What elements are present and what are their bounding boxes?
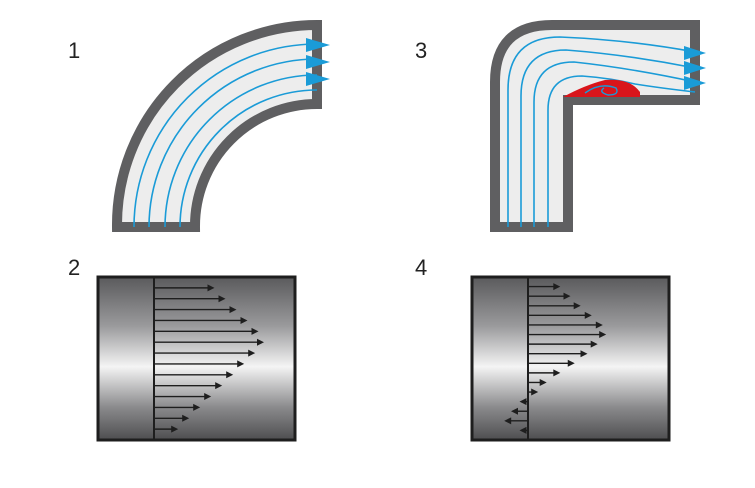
velocity-arrow-head	[580, 350, 588, 358]
velocity-arrow-head	[599, 331, 607, 339]
pipe-section	[470, 275, 671, 442]
velocity-arrow-head	[251, 327, 259, 335]
velocity-arrow-head	[218, 295, 226, 303]
velocity-arrow-head	[204, 393, 212, 401]
velocity-arrow-head	[553, 283, 561, 291]
velocity-arrow-head	[248, 349, 256, 357]
velocity-arrow-head	[563, 292, 571, 300]
bend-wall	[111, 19, 322, 232]
panel-4: 4	[415, 255, 671, 442]
elbow-wall	[490, 20, 700, 232]
velocity-arrow-head	[519, 398, 527, 406]
velocity-arrow-head	[519, 426, 527, 434]
panel-1-label: 1	[68, 38, 80, 63]
velocity-arrow-head	[193, 403, 201, 411]
velocity-profile-arrows	[154, 284, 264, 433]
velocity-arrow-head	[590, 340, 598, 348]
velocity-arrow-head	[215, 382, 223, 390]
velocity-arrow-head	[567, 359, 575, 367]
velocity-arrow-head	[237, 360, 245, 368]
panel-4-label: 4	[415, 255, 427, 280]
velocity-arrow-head	[171, 425, 179, 433]
velocity-arrow-head	[584, 311, 592, 319]
elbow-streamlines	[507, 36, 696, 227]
velocity-arrow-head	[553, 369, 561, 377]
velocity-arrow-head	[257, 338, 264, 346]
velocity-arrow-head	[573, 302, 581, 310]
panel-3: 3	[415, 20, 706, 232]
velocity-arrow-head	[504, 417, 512, 425]
velocity-arrow-head	[240, 316, 248, 324]
bend-flow-arrows	[306, 38, 330, 86]
bend-streamlines	[133, 43, 318, 228]
velocity-arrow-head	[229, 306, 237, 314]
velocity-arrow-head	[595, 321, 603, 329]
elbow-flow-arrows	[684, 46, 706, 90]
velocity-arrow-head	[226, 371, 234, 379]
panel-2: 2	[68, 255, 297, 442]
panel-3-label: 3	[415, 38, 427, 63]
velocity-arrow-head	[207, 284, 215, 292]
velocity-arrow-head	[531, 388, 539, 396]
velocity-profile-arrows-backflow	[504, 283, 607, 434]
separation-vortex	[584, 85, 618, 96]
velocity-arrow-head	[182, 414, 190, 422]
pipe-section	[96, 275, 297, 442]
velocity-arrow-head	[511, 407, 518, 415]
panel-2-label: 2	[68, 255, 80, 280]
panel-1: 1	[68, 19, 330, 232]
separation-bubble	[563, 79, 640, 97]
velocity-arrow-head	[539, 378, 547, 386]
